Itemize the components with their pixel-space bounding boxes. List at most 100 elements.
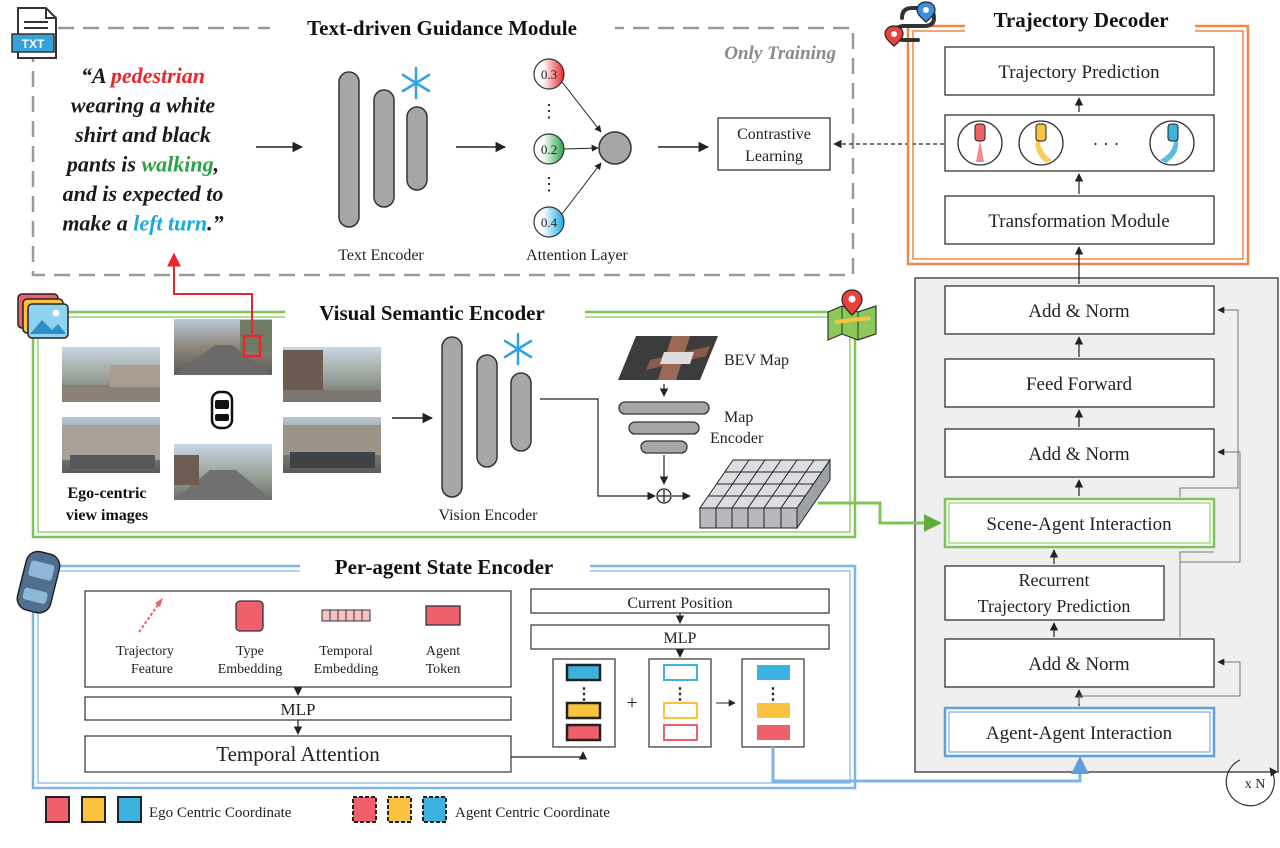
- camera-image-front-left: [62, 347, 160, 402]
- text-guidance-module: Text-driven Guidance Module Only Trainin…: [11, 7, 944, 277]
- ego-view-label-2: view images: [66, 507, 148, 524]
- caption-segment: and is expected to: [63, 181, 224, 206]
- scene-feature-grid: [699, 458, 831, 530]
- text-module-title: Text-driven Guidance Module: [307, 16, 577, 40]
- visual-encoder-title: Visual Semantic Encoder: [319, 301, 545, 325]
- scene-agent-label: Scene-Agent Interaction: [986, 514, 1172, 535]
- trajectory-decoder: Trajectory Decoder Trajectory Prediction…: [884, 1, 1250, 266]
- bev-map-image: [618, 336, 718, 380]
- agent-token-connector: [771, 747, 1089, 783]
- visual-semantic-encoder: Visual Semantic Encoder: [17, 289, 877, 539]
- camera-image-back: [174, 444, 272, 500]
- legend: Ego Centric Coordinate Agent Centric Coo…: [45, 796, 610, 823]
- caption-line: make a left turn.”: [62, 211, 223, 236]
- caption-segment: pants is: [65, 152, 142, 177]
- fusion-plus-icon: [656, 488, 672, 504]
- trajectory-feature-icon: [138, 598, 163, 633]
- recurrent-prediction-box: [944, 565, 1165, 621]
- feed-forward-box: [944, 358, 1215, 408]
- repeat-label: x N: [1245, 777, 1266, 792]
- add-norm-box-1: [944, 638, 1215, 688]
- attention-layer-label: Attention Layer: [526, 247, 628, 264]
- legend-ego-blue: [117, 796, 142, 823]
- caption-line: wearing a white: [71, 93, 215, 118]
- pedestrian-link-arrow: [167, 252, 253, 336]
- contrastive-label-1: Contrastive: [737, 126, 811, 143]
- temp-emb-label-1: Temporal: [319, 644, 373, 659]
- caption-segment: ,: [213, 152, 220, 177]
- type-emb-label-2: Embedding: [218, 662, 283, 677]
- trajectory-ellipsis: · · ·: [1093, 134, 1120, 154]
- vision-encoder-label: Vision Encoder: [438, 507, 538, 524]
- recurrent-label-2: Trajectory Prediction: [978, 596, 1131, 616]
- legend-ego-yellow: [81, 796, 106, 823]
- camera-image-back-left: [62, 417, 160, 473]
- legend-agent-label: Agent Centric Coordinate: [455, 805, 610, 821]
- agent-agent-label: Agent-Agent Interaction: [986, 723, 1173, 744]
- map-pin-icon: [827, 289, 877, 341]
- recurrent-label-1: Recurrent: [1019, 570, 1090, 590]
- add-norm-box-3: [944, 285, 1215, 335]
- image-stack-icon: [17, 293, 69, 339]
- caption-line: “A pedestrian: [81, 63, 205, 88]
- svg-text:⋮: ⋮: [576, 686, 592, 703]
- map-encoder-label-1: Map: [724, 409, 753, 426]
- contrastive-learning-box: Contrastive Learning: [717, 117, 831, 171]
- caption-text: “A pedestrian wearing a white shirt and bl…: [62, 63, 223, 236]
- legend-ego-red: [45, 796, 70, 823]
- snowflake-icon: [401, 66, 431, 100]
- mlp2-label: MLP: [664, 630, 697, 647]
- route-pin-icon: [884, 1, 937, 47]
- caption-segment: wearing a white: [71, 93, 215, 118]
- temp-emb-label-2: Embedding: [314, 662, 379, 677]
- caption-line: shirt and black: [74, 122, 211, 147]
- attention-node-3: [533, 206, 565, 238]
- temporal-attention-box: [84, 735, 512, 773]
- temporal-attention-label: Temporal Attention: [216, 742, 380, 766]
- ego-token-stack: ⋮: [552, 658, 616, 748]
- caption-segment: “A: [81, 63, 111, 88]
- attention-layer: 0.3 0.2 0.4 ⋮ ⋮: [533, 58, 632, 238]
- add-norm-box-2: [944, 428, 1215, 478]
- attention-node-2: [533, 133, 565, 165]
- ego-car-icon: [210, 390, 234, 430]
- add-norm-label-2: Add & Norm: [1028, 444, 1130, 465]
- type-embedding-icon: [235, 600, 264, 632]
- text-encoder-label: Text Encoder: [338, 247, 424, 264]
- feed-forward-label: Feed Forward: [1026, 374, 1133, 395]
- repeat-icon: x N: [1225, 759, 1278, 807]
- fused-token-stack: ⋮: [741, 658, 805, 748]
- caption-segment: walking: [141, 152, 213, 177]
- svg-text:⋮: ⋮: [765, 686, 781, 703]
- mlp-label: MLP: [281, 700, 316, 719]
- legend-agent-yellow: [387, 796, 412, 823]
- mlp2-box: [530, 624, 830, 650]
- attention-weight-2: 0.2: [541, 142, 557, 157]
- attention-output-node: [598, 131, 632, 165]
- map-encoder: [618, 401, 710, 454]
- legend-ego-label: Ego Centric Coordinate: [149, 805, 292, 821]
- transformation-module-box: [944, 195, 1215, 245]
- trajectory-prediction-box: [944, 46, 1215, 96]
- snowflake-icon-vision: [503, 332, 533, 366]
- ego-view-label-1: Ego-centric: [67, 485, 146, 502]
- traj-feature-label-2: Feature: [131, 662, 173, 677]
- legend-agent-red: [352, 796, 377, 823]
- decoder-title: Trajectory Decoder: [993, 8, 1168, 32]
- caption-segment: left turn: [133, 211, 207, 236]
- temporal-embedding-icon: [321, 609, 371, 622]
- contrastive-label-2: Learning: [745, 148, 803, 165]
- camera-image-back-right: [283, 417, 381, 473]
- agent-token-label-2: Token: [426, 662, 461, 677]
- caption-segment: .”: [207, 211, 224, 236]
- transformation-module-label: Transformation Module: [988, 211, 1169, 232]
- current-position-label: Current Position: [627, 595, 732, 612]
- per-agent-state-encoder: Per-agent State Encoder Trajectory Featu…: [16, 550, 857, 790]
- state-encoder-title: Per-agent State Encoder: [335, 555, 554, 579]
- attention-node-1: [533, 58, 565, 90]
- txt-file-icon: TXT: [11, 7, 57, 59]
- trajectory-sample-blue: [1149, 120, 1195, 166]
- plus-sign: +: [626, 692, 637, 714]
- only-training-label: Only Training: [724, 43, 836, 64]
